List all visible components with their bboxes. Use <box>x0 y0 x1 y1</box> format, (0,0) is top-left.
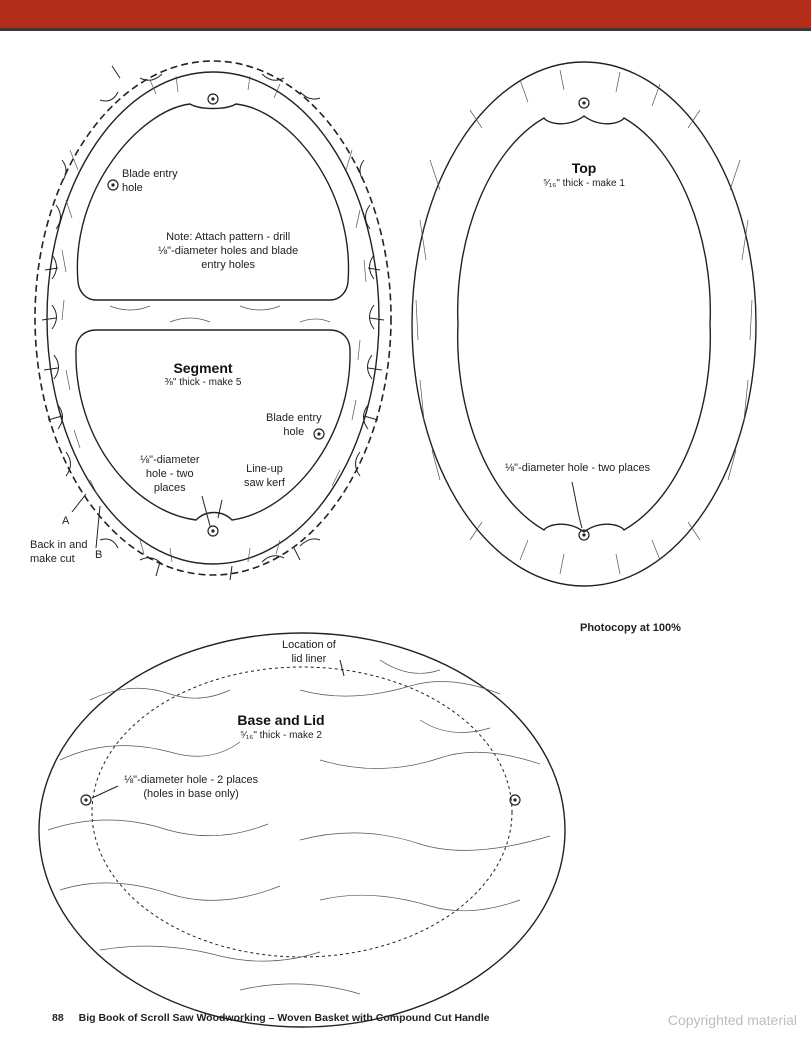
base-subtitle: ⁵⁄₁₆" thick - make 2 <box>240 730 322 741</box>
segment-subtitle: ⅜" thick - make 5 <box>164 377 242 388</box>
top-pattern <box>411 61 757 587</box>
footer: 88 Big Book of Scroll Saw Woodworking – … <box>52 1012 490 1024</box>
segment-title: Segment <box>173 360 233 376</box>
base-liner-label: Location of lid liner <box>282 639 336 665</box>
header-bar <box>0 0 811 31</box>
segment-label-b: B <box>95 549 103 561</box>
segment-back-in-label: Back in and make cut <box>30 539 88 565</box>
segment-blade-entry-right-label: Blade entry hole <box>266 412 322 438</box>
segment-note-label: Note: Attach pattern - drill ⅛"-diameter… <box>158 231 299 271</box>
base-lid-pattern <box>38 632 566 1028</box>
base-title: Base and Lid <box>237 712 325 728</box>
photocopy-note: Photocopy at 100% <box>580 622 681 634</box>
copyright-notice: Copyrighted material <box>667 1012 797 1028</box>
segment-line-up-label: Line-up saw kerf <box>244 463 285 489</box>
segment-blade-entry-top-label: Blade entry hole <box>122 168 178 194</box>
footer-text: Big Book of Scroll Saw Woodworking – Wov… <box>78 1012 490 1024</box>
top-diameter-hole-label: ⅛"-diameter hole - two places <box>505 462 651 474</box>
segment-diameter-hole-label: ⅛"-diameter hole - two places <box>140 454 200 494</box>
segment-pattern <box>34 60 392 581</box>
base-diameter-hole-label: ⅛"-diameter hole - 2 places (holes in ba… <box>124 774 259 800</box>
top-title: Top <box>571 160 597 176</box>
segment-label-a: A <box>62 515 70 527</box>
top-subtitle: ⁵⁄₁₆" thick - make 1 <box>543 178 625 189</box>
page-number: 88 <box>52 1012 64 1024</box>
